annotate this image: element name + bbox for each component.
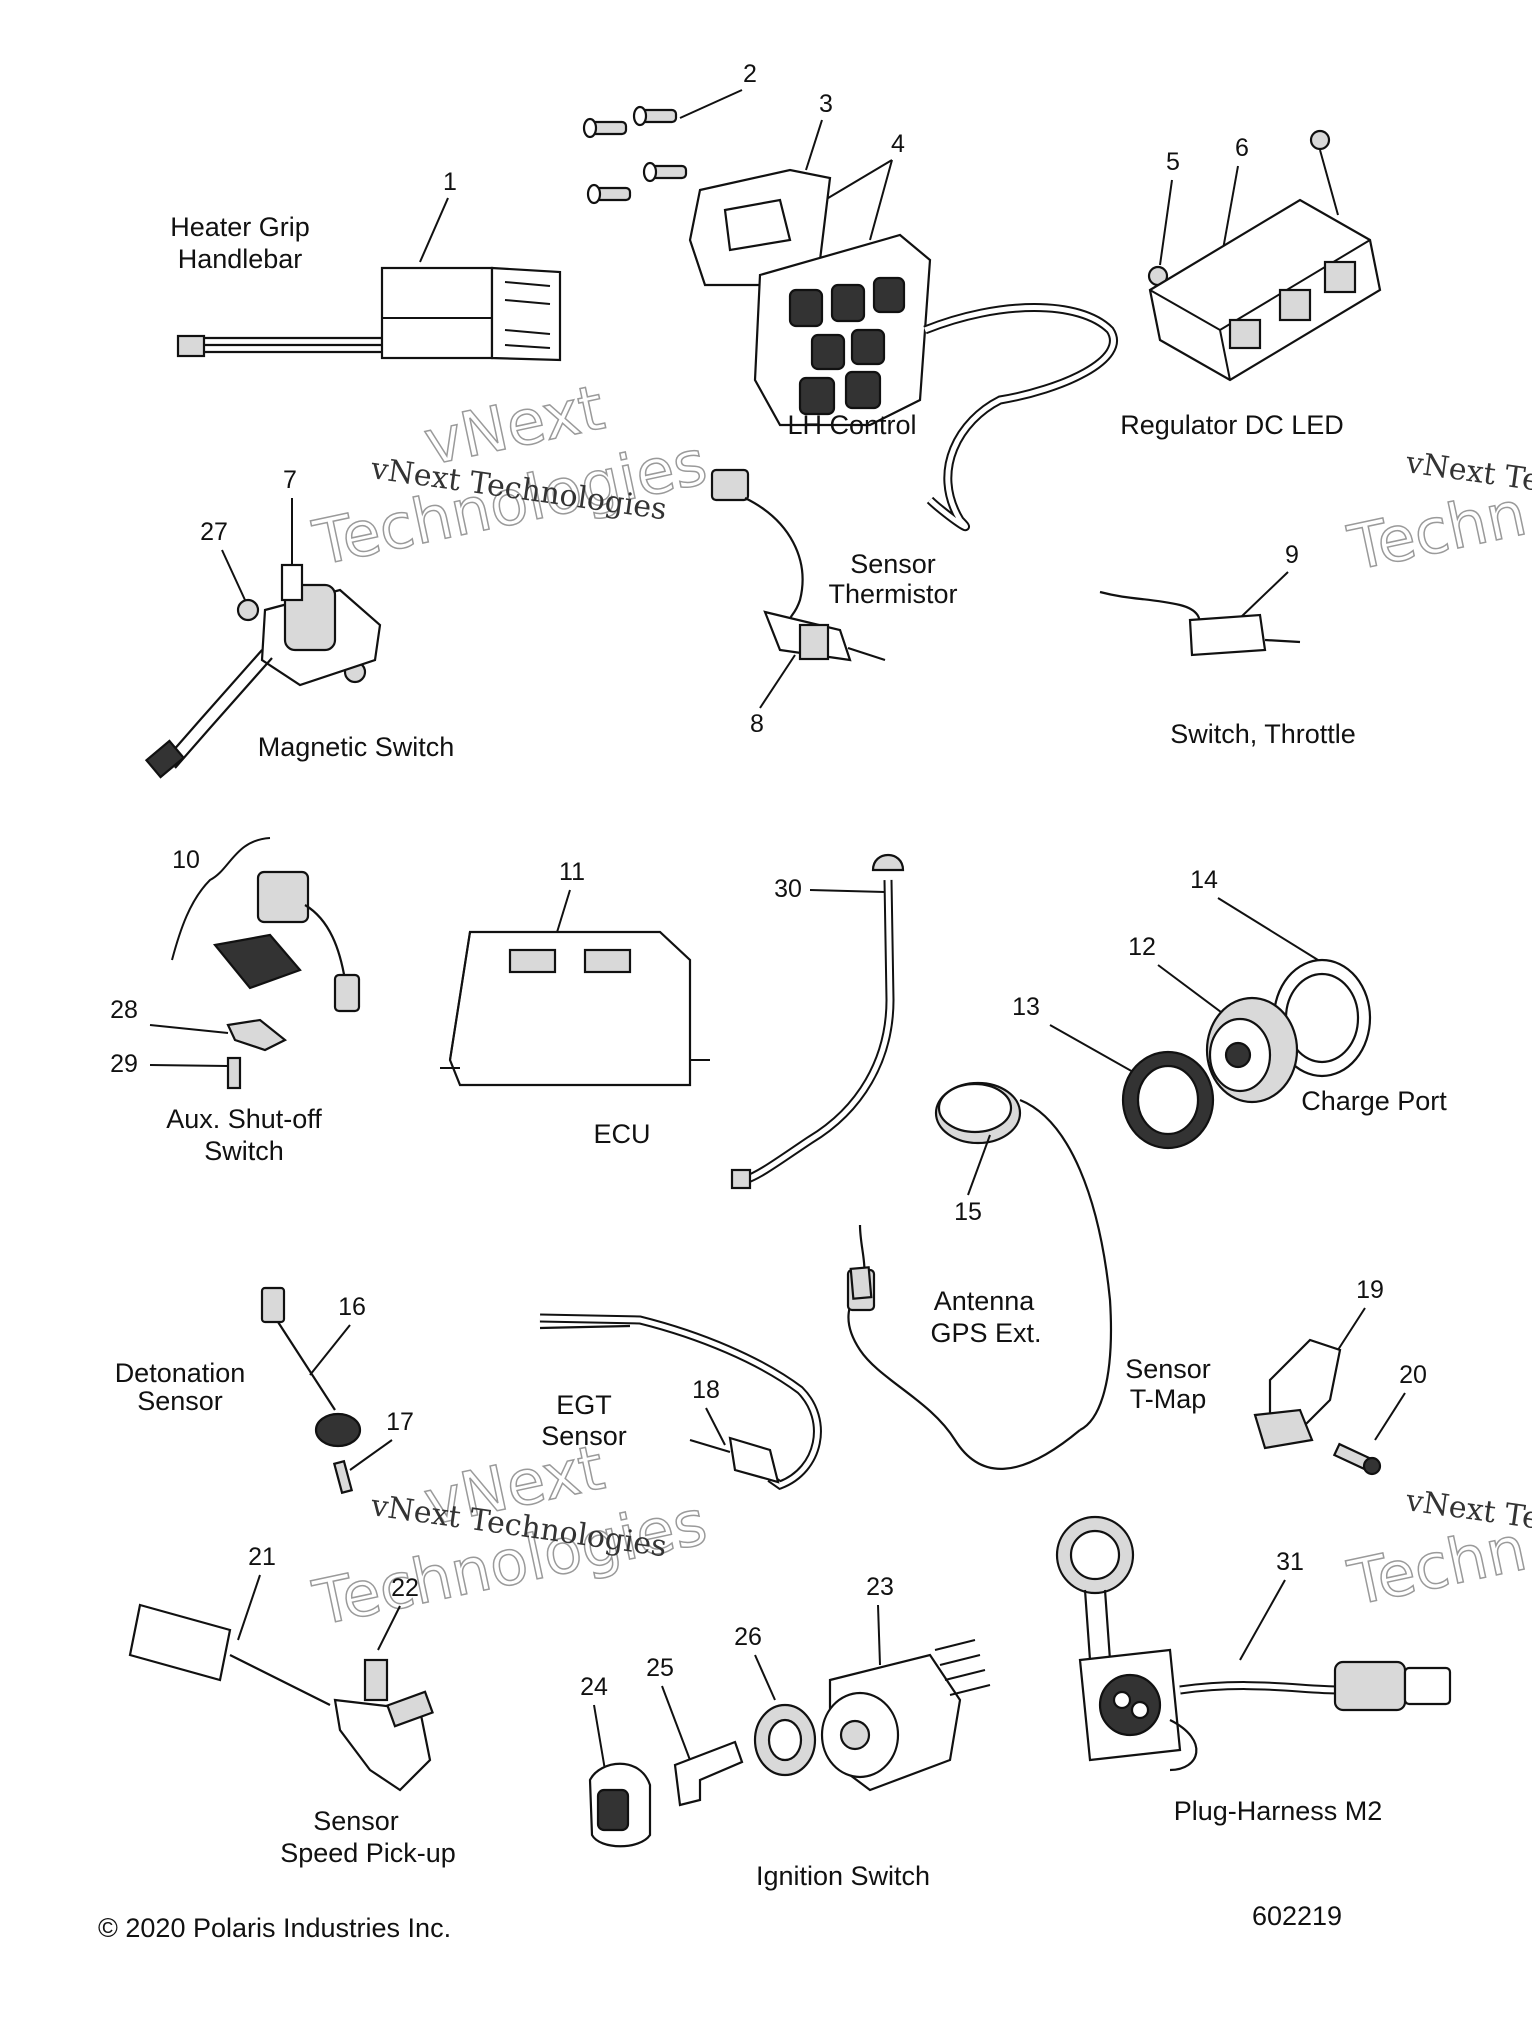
label-egt-1: EGT: [556, 1390, 612, 1420]
part-sensor-tmap: 19 Sensor T-Map 20: [1125, 1276, 1427, 1476]
part-aux-shutoff: 10 28 29 Aux. Shut-off Switch: [110, 837, 361, 1166]
part-switch-throttle: 9 Switch, Throttle: [1099, 541, 1356, 749]
callout-12: 12: [1128, 933, 1156, 961]
label-ignition: Ignition Switch: [756, 1861, 930, 1891]
callout-21: 21: [248, 1543, 276, 1571]
part-cable-30: 30: [730, 854, 905, 1190]
callout-22: 22: [391, 1574, 419, 1602]
callout-29: 29: [110, 1050, 138, 1078]
callout-27: 27: [200, 518, 228, 546]
label-aux-shutoff-2: Switch: [204, 1136, 284, 1166]
part-egt-sensor: 18 EGT Sensor: [539, 1313, 822, 1491]
label-magnetic-switch: Magnetic Switch: [258, 732, 455, 762]
part-heater-grip: Heater Grip Handlebar 1: [170, 168, 562, 362]
label-detonation-1: Detonation: [115, 1358, 246, 1388]
label-sensor-thermistor-2: Thermistor: [828, 579, 957, 609]
label-speed-1: Sensor: [313, 1806, 399, 1836]
part-regulator: 5 6 Regulator DC LED: [1120, 129, 1382, 440]
screw-icon: [582, 105, 688, 205]
copyright: © 2020 Polaris Industries Inc.: [98, 1913, 451, 1943]
part-detonation-sensor: 16 Detonation Sensor 17: [115, 1286, 414, 1495]
callout-14: 14: [1190, 866, 1218, 894]
label-plug-harness: Plug-Harness M2: [1174, 1796, 1383, 1826]
callout-15: 15: [954, 1198, 982, 1226]
callout-9: 9: [1285, 541, 1299, 569]
label-ecu: ECU: [593, 1119, 650, 1149]
label-tmap-1: Sensor: [1125, 1354, 1211, 1384]
callout-2: 2: [743, 60, 757, 88]
callout-23: 23: [866, 1573, 894, 1601]
part-ignition-switch: 23 26 25 24 Ignition Switch: [580, 1573, 991, 1891]
callout-24: 24: [580, 1673, 608, 1701]
part-antenna-gps: 15 Antenna GPS Ext.: [846, 1081, 1113, 1470]
label-speed-2: Speed Pick-up: [280, 1838, 456, 1868]
callout-18: 18: [692, 1376, 720, 1404]
callout-26: 26: [734, 1623, 762, 1651]
label-switch-throttle: Switch, Throttle: [1170, 719, 1356, 749]
callout-5: 5: [1166, 148, 1180, 176]
part-ecu: 11 ECU: [440, 858, 710, 1149]
label-aux-shutoff-1: Aux. Shut-off: [166, 1104, 322, 1134]
label-regulator: Regulator DC LED: [1120, 410, 1344, 440]
callout-11: 11: [559, 858, 585, 886]
callout-25: 25: [646, 1654, 674, 1682]
callout-8: 8: [750, 710, 764, 738]
label-sensor-thermistor-1: Sensor: [850, 549, 936, 579]
callout-3: 3: [819, 90, 833, 118]
label-detonation-2: Sensor: [137, 1386, 223, 1416]
callout-30: 30: [774, 875, 802, 903]
part-charge-port: 14 12 13 Charge Port: [1012, 866, 1447, 1150]
part-sensor-thermistor: Sensor Thermistor 8: [710, 468, 958, 738]
callout-13: 13: [1012, 993, 1040, 1021]
callout-16: 16: [338, 1293, 366, 1321]
callout-6: 6: [1235, 134, 1249, 162]
label-antenna-1: Antenna: [934, 1286, 1036, 1316]
label-antenna-2: GPS Ext.: [930, 1318, 1041, 1348]
label-egt-2: Sensor: [541, 1421, 627, 1451]
callout-17: 17: [386, 1408, 414, 1436]
label-tmap-2: T-Map: [1130, 1384, 1207, 1414]
callout-19: 19: [1356, 1276, 1384, 1304]
label-lh-control: LH Control: [787, 410, 916, 440]
part-lh-control: 2 3 4 LH Control: [582, 60, 1118, 532]
watermark-edge-big-2: Techn: [1342, 1511, 1532, 1620]
callout-28: 28: [110, 996, 138, 1024]
callout-31: 31: [1276, 1548, 1304, 1576]
callout-7: 7: [283, 466, 297, 494]
label-heater-grip-1: Heater Grip: [170, 212, 310, 242]
callout-20: 20: [1399, 1361, 1427, 1389]
figure-id: 602219: [1252, 1901, 1342, 1931]
label-charge-port: Charge Port: [1301, 1086, 1447, 1116]
part-speed-sensor: 21 22 Sensor Speed Pick-up: [128, 1543, 456, 1868]
callout-10: 10: [172, 846, 200, 874]
label-heater-grip-2: Handlebar: [178, 244, 303, 274]
callout-1: 1: [443, 168, 457, 196]
callout-4: 4: [891, 130, 905, 158]
part-plug-harness: 31 Plug-Harness M2: [1055, 1515, 1452, 1826]
part-magnetic-switch: 7 27 Magnetic Switch: [144, 466, 455, 779]
watermark-edge-big: Techn: [1342, 476, 1532, 585]
